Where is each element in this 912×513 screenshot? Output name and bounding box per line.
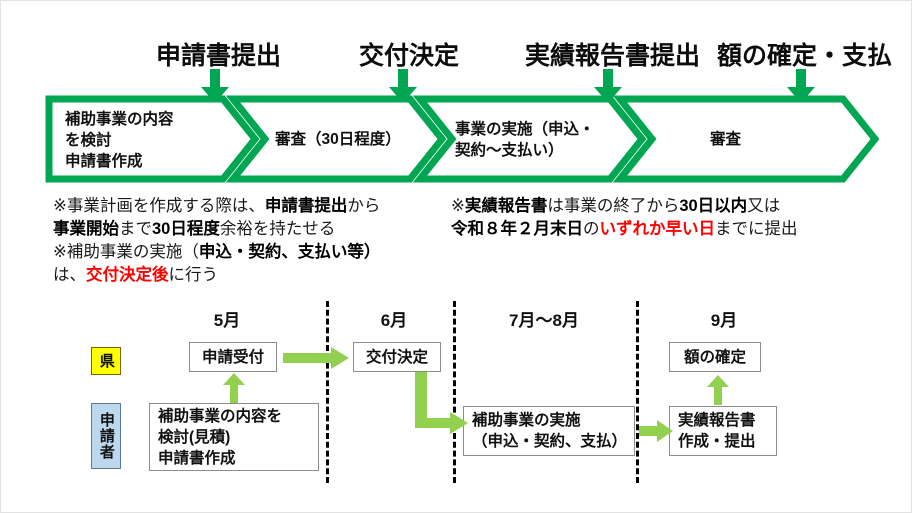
- task-box-project-execution[interactable]: 補助事業の実施 （申込・契約、支払）: [463, 406, 635, 456]
- note-right-line-1: ※実績報告書は事業の終了から30日以内又は: [451, 195, 780, 218]
- down-arrow-1: [201, 69, 229, 103]
- note-left-line-1: ※事業計画を作成する際は、申請書提出から: [53, 195, 380, 218]
- note-right-1e: 又は: [747, 197, 781, 215]
- note-right-1d: 30日以内: [679, 197, 748, 215]
- month-label-3: 7月～8月: [509, 311, 579, 330]
- note-left-3b: 申込・契約、支払い等）: [198, 243, 381, 261]
- note-left-4b: 交付決定後: [86, 266, 169, 284]
- chevron-text-4: 審査: [710, 131, 742, 148]
- chevron-band: 補助事業の内容 を検討 申請書作成 審査（30日程度） 事業の実施（申込・ 契約…: [45, 95, 885, 183]
- note-right-2d: までに提出: [715, 220, 798, 238]
- arrow-right-execution-to-report: [639, 420, 673, 442]
- note-left-line-4: は、交付決定後に行う: [53, 264, 218, 287]
- note-left-2d: 余裕を持たせる: [219, 220, 336, 238]
- note-right-2b: の: [583, 220, 600, 238]
- actor-label-applicant: 申請者: [91, 403, 121, 469]
- note-right-1c: は事業の終了から: [547, 197, 680, 215]
- arrow-elbow-decision-to-execution: [406, 372, 468, 434]
- note-right-1b: 実績報告書: [464, 197, 548, 215]
- month-label-4: 9月: [710, 311, 738, 330]
- note-left-1a: ※事業計画を作成する際は、: [53, 197, 265, 215]
- task-box-grant-decision[interactable]: 交付決定: [353, 342, 441, 372]
- down-arrow-4: [787, 69, 815, 103]
- milestone-label-1: 申請書提出: [156, 42, 282, 70]
- task-box-result-report[interactable]: 実績報告書 作成・提出: [669, 406, 777, 456]
- note-left-line-3: ※補助事業の実施（申込・契約、支払い等）: [53, 241, 380, 264]
- chevron-text-2: 審査（30日程度）: [275, 131, 401, 148]
- milestone-label-3: 実績報告書提出: [525, 42, 701, 70]
- period-divider-3: [636, 301, 639, 483]
- down-arrow-2: [389, 69, 417, 103]
- month-label-1: 5月: [213, 311, 241, 330]
- arrow-up-report-to-confirmation: [707, 375, 729, 405]
- note-left-2a: 事業開始: [53, 220, 119, 238]
- note-right-line-2: 令和８年２月末日のいずれか早い日までに提出: [451, 218, 798, 241]
- note-left-3a: ※補助事業の実施（: [53, 243, 199, 261]
- note-right-1a: ※: [451, 197, 465, 215]
- task-box-plan-preparation[interactable]: 補助事業の内容を 検討(見積) 申請書作成: [149, 403, 319, 471]
- chevron-shapes: [45, 95, 880, 183]
- note-left-1c: から: [347, 197, 381, 215]
- chevron-text-1: 補助事業の内容 を検討 申請書作成: [65, 111, 174, 170]
- note-left-4c: に行う: [168, 266, 219, 284]
- milestone-label-4: 額の確定・支払: [717, 42, 893, 70]
- chevron-text-3: 事業の実施（申込・ 契約～支払い）: [455, 121, 595, 159]
- note-left-2c: 30日程度: [152, 220, 220, 238]
- note-right-2a: 令和８年２月末日: [451, 220, 583, 238]
- down-arrow-3: [594, 69, 622, 103]
- note-right-2c: いずれか早い日: [599, 220, 716, 238]
- arrow-up-plan-to-reception: [223, 373, 245, 403]
- note-left-2b: まで: [119, 220, 152, 238]
- task-box-amount-confirmation[interactable]: 額の確定: [669, 342, 761, 372]
- milestone-label-2: 交付決定: [359, 42, 460, 70]
- period-divider-1: [326, 301, 329, 483]
- note-left-line-2: 事業開始まで30日程度余裕を持たせる: [53, 218, 335, 241]
- note-left-1b: 申請書提出: [264, 197, 348, 215]
- month-label-2: 6月: [380, 311, 408, 330]
- note-left-4a: は、: [53, 266, 86, 284]
- task-box-application-reception[interactable]: 申請受付: [189, 342, 277, 372]
- arrow-right-reception-to-decision: [283, 347, 349, 369]
- actor-label-prefecture: 県: [91, 347, 121, 375]
- period-divider-2: [453, 301, 456, 483]
